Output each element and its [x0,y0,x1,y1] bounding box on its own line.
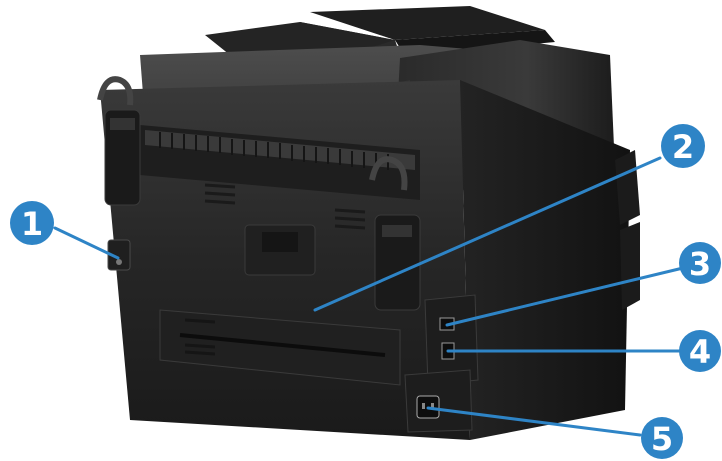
leader-line-3 [445,266,685,327]
leader-line-5 [426,406,642,437]
leader-line-1 [53,226,120,260]
duplex-slot [159,309,401,386]
callout-5: 5 [641,417,683,459]
callout-number: 1 [21,205,43,243]
right-hinge [369,156,421,311]
callout-circle [679,242,721,284]
callout-2: 2 [661,124,705,168]
callout-number: 5 [651,420,673,458]
callout-circle [641,417,683,459]
callout-1: 1 [10,201,54,245]
callout-3: 3 [679,242,721,284]
callout-number: 2 [672,128,694,166]
callout-4: 4 [679,330,721,372]
callout-circle [661,124,705,168]
callout-number: 4 [689,333,711,371]
callout-circle [679,330,721,372]
leader-line-2 [313,156,662,312]
callout-number: 3 [689,245,711,283]
left-hinge [97,76,141,206]
callout-circle [10,201,54,245]
security-lock-slot [107,239,131,271]
power-panel [404,369,473,433]
rear-door [204,183,366,276]
